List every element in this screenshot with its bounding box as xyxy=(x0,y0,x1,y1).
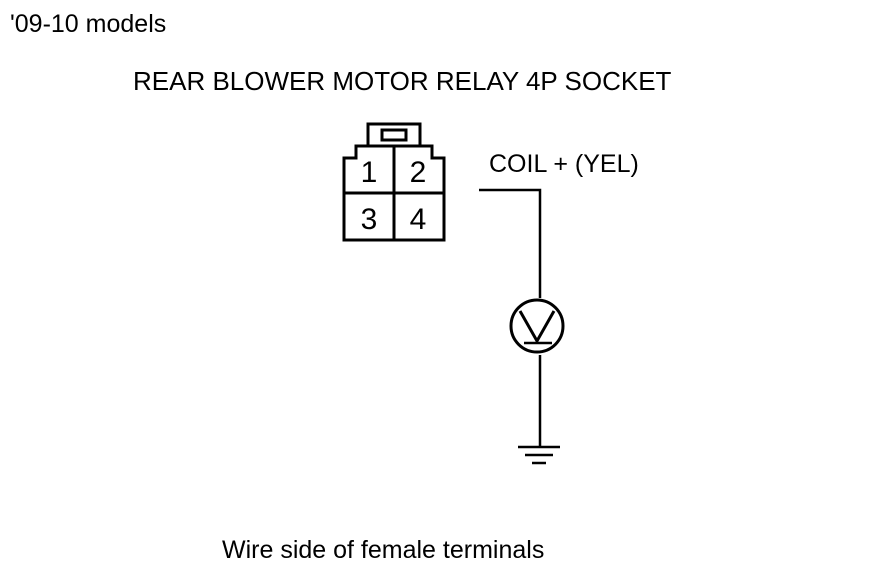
model-note: '09-10 models xyxy=(10,10,167,38)
terminal-1: 1 xyxy=(361,156,378,189)
diagram-title: REAR BLOWER MOTOR RELAY 4P SOCKET xyxy=(133,66,672,96)
wire-label: COIL + (YEL) xyxy=(489,150,639,178)
connector-body xyxy=(342,144,446,242)
connector-latch xyxy=(366,122,422,148)
footer-note: Wire side of female terminals xyxy=(222,536,545,564)
terminal-2: 2 xyxy=(410,156,427,189)
terminal-4: 4 xyxy=(410,203,427,236)
connector-socket xyxy=(342,122,446,242)
connector-latch-slot xyxy=(380,128,408,142)
voltmeter-icon xyxy=(509,298,565,354)
test-lead-wire xyxy=(479,188,542,298)
terminal-3: 3 xyxy=(361,203,378,236)
voltmeter-v-mark xyxy=(518,310,556,345)
ground-icon xyxy=(518,445,560,465)
